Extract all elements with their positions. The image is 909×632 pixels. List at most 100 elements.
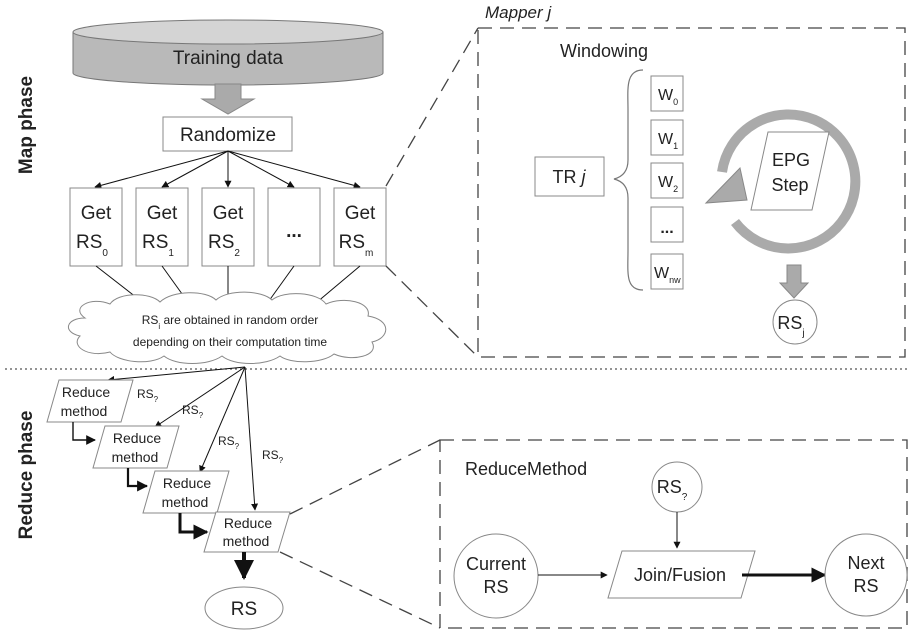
next-rs-node [824,533,908,617]
rs-j-node [772,299,818,345]
svg-text:RS?: RS? [182,403,204,420]
svg-text:Wnw: Wnw [654,265,681,285]
reduce-rs-q-4-sub: ? [279,456,284,465]
reduce-method-4-line2: method [223,533,270,549]
epg-loop-ring [717,109,861,254]
current-rs-node [453,533,539,619]
final-rs-label: RS [231,599,257,620]
tr-label: TR [553,167,582,187]
svg-text:RS?: RS? [137,387,159,404]
final-rs-node: RS [204,586,284,630]
current-rs-line1: Current [466,554,526,574]
cloud-line1-text: are obtained in random order [160,313,318,327]
rs-j-sub: j [801,328,804,339]
get-rs-m-sub: m [365,248,373,259]
reduce-rs-q-2: RS [182,403,199,417]
reduce-rs-q-2-sub: ? [199,411,204,420]
get-rs-1-line1: Get [147,203,178,224]
randomize-box: Randomize [162,116,293,152]
get-rs-m-line2: RS [339,232,365,253]
window-w1-label: W [658,131,674,148]
svg-text:RS?: RS? [218,434,240,451]
window-w0 [650,75,684,112]
svg-text:RS2: RS2 [208,232,240,259]
svg-text:RSi are obtained in random ord: RSi are obtained in random order [142,313,319,331]
training-data-label: Training data [173,48,284,69]
windowing-label: Windowing [560,41,648,61]
rs-j-fat-arrow [778,264,810,299]
reduce-rs-labels: RS? RS? RS? RS? [137,387,284,465]
randomize-label: Randomize [180,125,276,146]
reduce-method-title: ReduceMethod [465,459,587,479]
reduce-arrows [107,366,259,511]
reduce-rs-q-3: RS [218,434,235,448]
rs-in-sub: ? [682,492,688,503]
window-w0-label: W [658,87,674,104]
svg-text:W0: W0 [658,87,678,107]
curly-brace [613,69,644,291]
svg-text:RS?: RS? [262,448,284,465]
epg-loop-arrowhead [704,166,748,204]
reduce-method-3-line2: method [162,494,209,510]
get-rs-m-box: Get RSm [333,187,387,267]
get-rs-2-box: Get RS2 [201,187,255,267]
reduce-method-1: Reduce method [46,379,134,423]
get-rs-0-line1: Get [81,203,112,224]
reduce-method-3: Reduce method [142,470,230,514]
window-w1 [650,119,684,156]
reduce-rs-q-3-sub: ? [235,442,240,451]
reduce-method-2-line1: Reduce [113,430,161,446]
window-wnw-sub: nw [669,275,681,285]
get-rs-2-sub: 2 [234,248,240,259]
reduce-method-2-line2: method [112,449,159,465]
svg-text:RS1: RS1 [142,232,174,259]
reduce-method-4: Reduce method [203,511,291,553]
reduce-chain-connectors [72,422,254,580]
tr-j-box [534,156,605,197]
reduce-method-1-line1: Reduce [62,384,110,400]
results-cloud: RSi are obtained in random order dependi… [68,291,387,364]
get-rs-0-sub: 0 [102,248,108,259]
window-ellipsis [650,206,684,243]
get-rs-1-sub: 1 [168,248,174,259]
svg-text:W1: W1 [658,131,678,151]
mapper-title: Mapper j [485,3,552,22]
reduce-rs-q-1-sub: ? [154,395,159,404]
svg-text:RSj: RSj [777,313,804,339]
reduce-rs-q-4: RS [262,448,279,462]
fat-down-arrow [200,83,256,115]
reduce-method-detail-box: ReduceMethod RS? Current RS Join/Fusion … [279,439,908,629]
current-rs-line2: RS [483,577,508,597]
cloud-rs: RS [142,313,159,327]
next-rs-line2: RS [853,576,878,596]
window-wnw [650,253,684,290]
window-w2-label: W [658,174,674,191]
epg-line2: Step [771,175,808,195]
rs-in-label: RS [657,477,682,497]
get-rs-1-box: Get RS1 [135,187,189,267]
window-w2-sub: 2 [673,184,678,194]
svg-text:RSm: RSm [339,232,374,259]
mapper-box: Mapper j Windowing TR j W0 W1 W2 ... Wnw… [385,3,906,358]
join-fusion-box [607,550,756,599]
window-wnw-label: W [654,265,670,282]
tr-j: j [579,167,587,187]
cloud-rs-sub: i [158,322,160,331]
reduce-phase-label: Reduce phase [16,411,37,540]
window-w1-sub: 1 [673,141,678,151]
epg-line1: EPG [772,150,810,170]
reduce-method-1-line2: method [61,403,108,419]
reduce-rs-q-1: RS [137,387,154,401]
get-rs-1-line2: RS [142,232,168,253]
join-fusion-label: Join/Fusion [634,565,726,585]
reduce-method-4-line1: Reduce [224,515,272,531]
get-rs-2-line1: Get [213,203,244,224]
svg-text:RS?: RS? [657,477,688,503]
window-w0-sub: 0 [673,97,678,107]
get-rs-0-line2: RS [76,232,102,253]
rs-j-label: RS [777,313,802,333]
get-rs-ellipsis-box: ... [267,187,321,267]
map-phase-label: Map phase [16,76,37,174]
get-rs-m-line1: Get [345,203,376,224]
